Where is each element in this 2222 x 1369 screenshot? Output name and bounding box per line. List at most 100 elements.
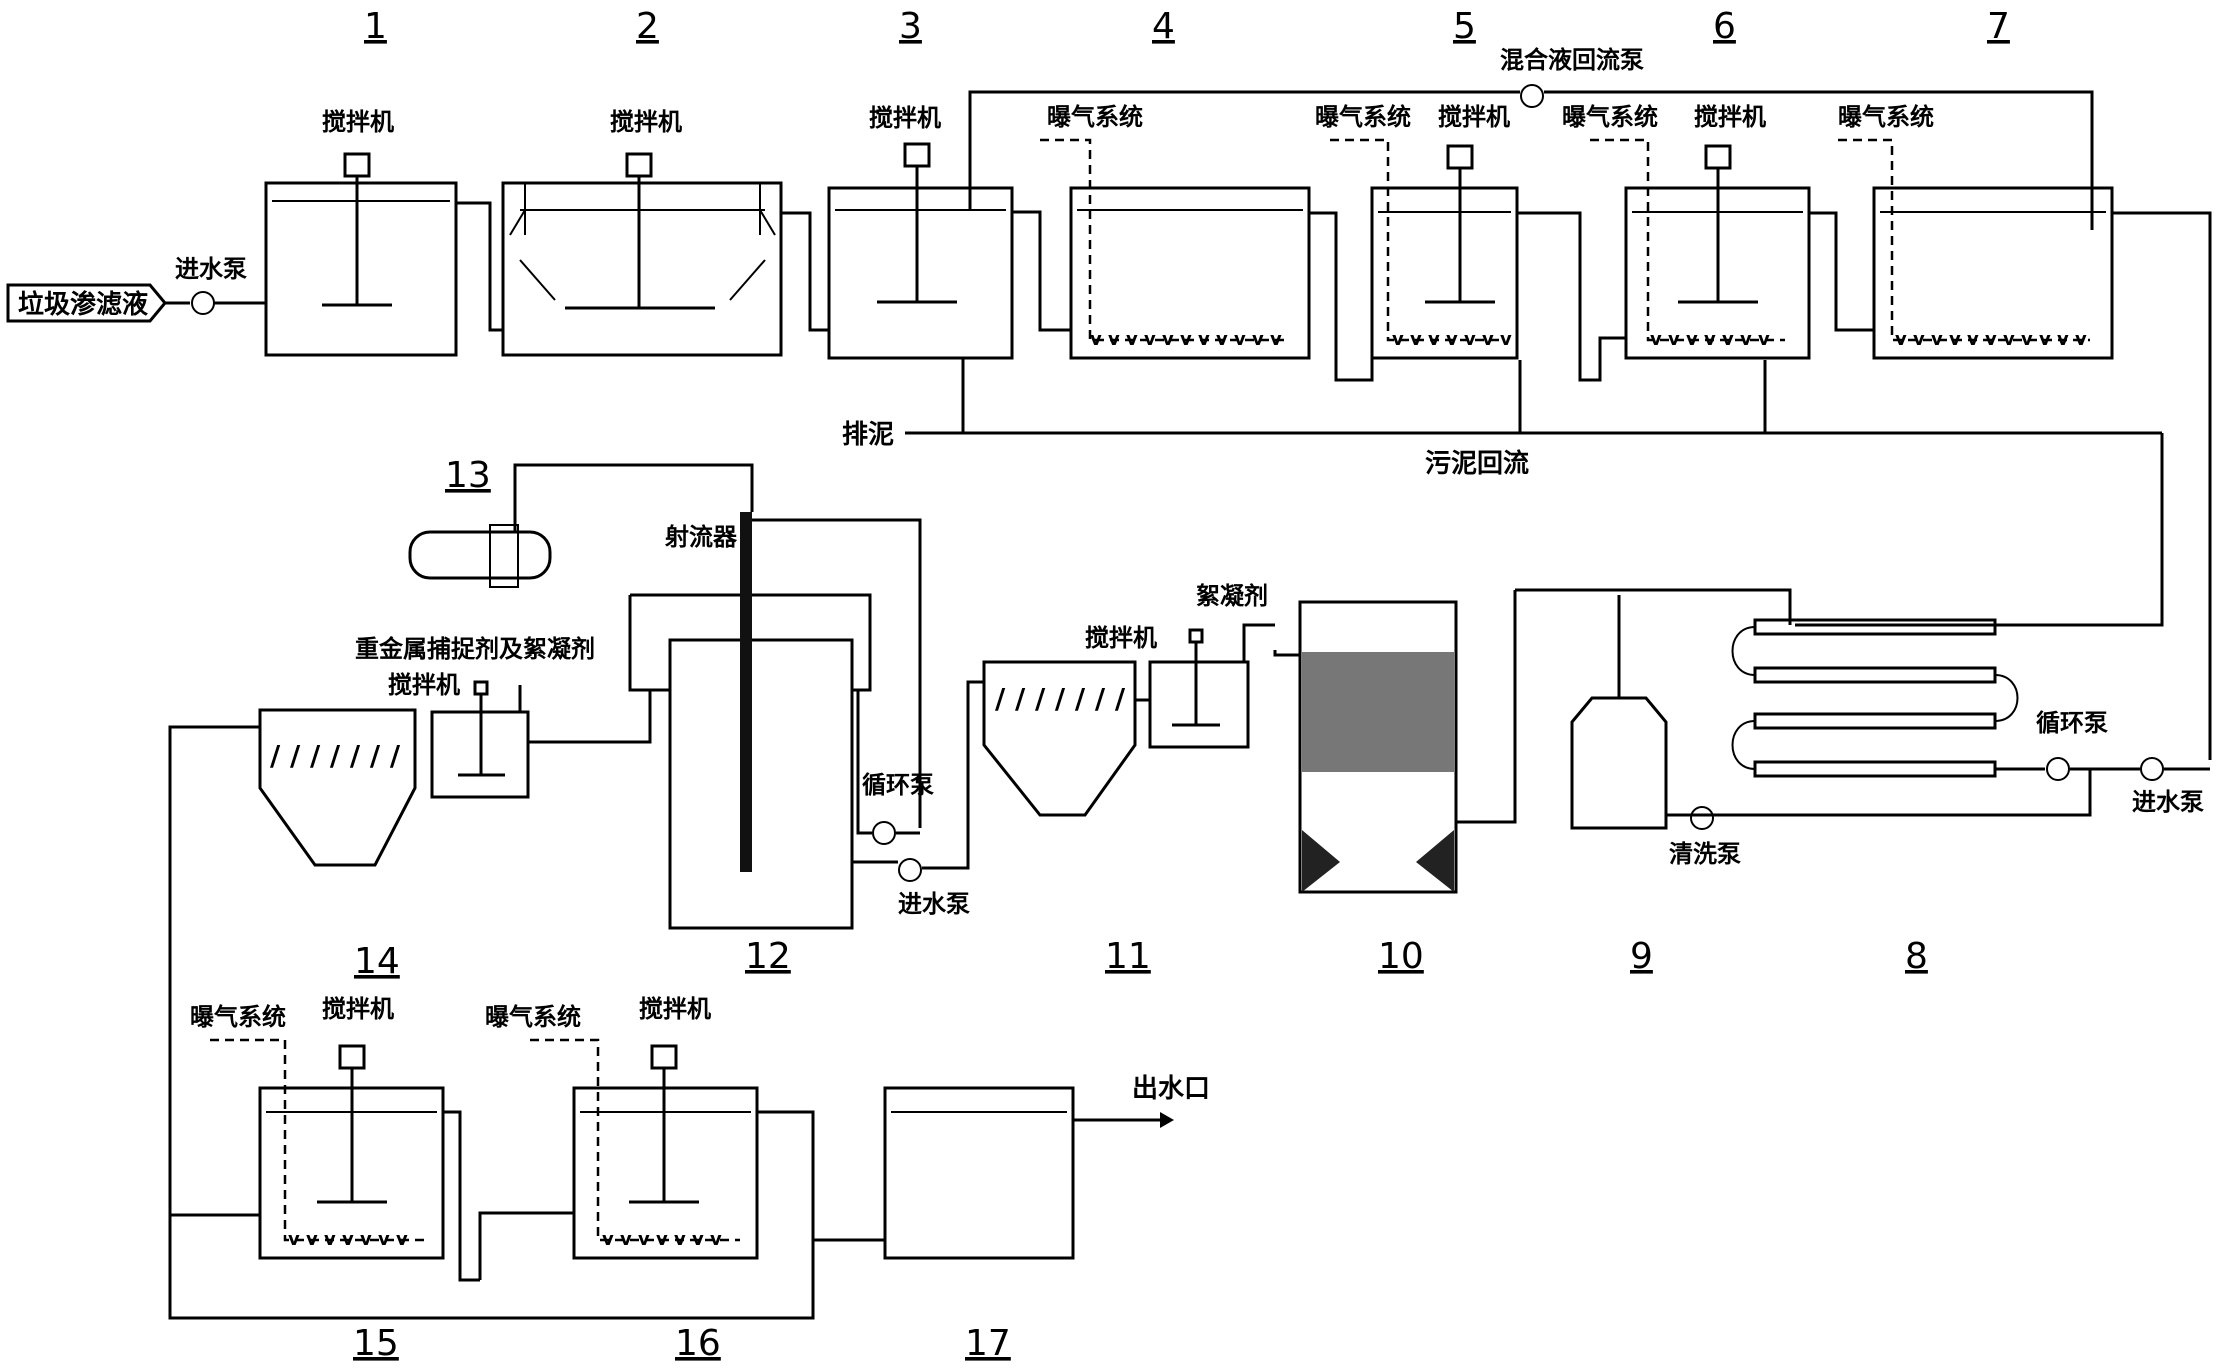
filter-media <box>1302 652 1454 772</box>
unit-number-10: 10 <box>1378 936 1424 977</box>
flocculant-label: 絮凝剂 <box>1196 582 1268 610</box>
tank-16-aeration-label: 曝气系统 <box>485 1003 581 1031</box>
pipe-3-to-4 <box>1012 210 1071 332</box>
unit-number-12: 12 <box>745 936 791 977</box>
unit-number-7: 7 <box>1987 6 2010 47</box>
mixing-11-motor-icon <box>1188 628 1204 644</box>
circulation-pump-12-icon <box>872 821 896 845</box>
pipe-12-to-11 <box>922 680 984 870</box>
inlet-pump-8-icon <box>2140 757 2164 781</box>
membrane-tube-3 <box>1753 712 1997 730</box>
tank-16-aeration-line <box>530 1038 740 1242</box>
unit-number-17: 17 <box>965 1323 1011 1364</box>
tank-16: 曝气系统 搅拌机 v v v v v v v <box>478 995 885 1320</box>
tank-5: 曝气系统 搅拌机 v v v v v v v <box>1315 103 1626 382</box>
filter-to-membrane-pipe <box>1456 590 1517 824</box>
unit-number-9: 9 <box>1630 936 1653 977</box>
generator-13-panel <box>489 524 519 588</box>
tank-1-mixer-label: 搅拌机 <box>322 108 394 136</box>
tank-17: 出水口 <box>883 1074 1210 1260</box>
tank-16-mixer-label: 搅拌机 <box>639 995 711 1023</box>
tank-3-mixer-motor-icon <box>903 142 931 168</box>
leachate-source-tag <box>6 283 167 323</box>
inlet-pump-8-label: 进水泵 <box>2132 788 2204 816</box>
heavy-metal-agent-label: 重金属捕捉剂及絮凝剂 <box>355 635 595 663</box>
tank-15-aeration-label: 曝气系统 <box>190 1003 286 1031</box>
tank-5-diffusers: v v v v v v v <box>1392 329 1512 350</box>
tank-7: 曝气系统 v v v v v v v v v v v <box>1838 103 2212 760</box>
tank-1-mixer-motor-icon <box>343 152 371 178</box>
unit-number-16: 16 <box>675 1323 721 1364</box>
mixing-14-motor-icon <box>473 680 489 696</box>
unit-number-13: 13 <box>445 455 491 496</box>
pipe-15-to-16 <box>478 1211 574 1280</box>
tank-15: 曝气系统 搅拌机 v v v v v v v <box>170 995 480 1282</box>
unit-number-2: 2 <box>636 6 659 47</box>
tank-4-aeration-line <box>1040 138 1290 342</box>
tank-5-mixer-motor-icon <box>1446 144 1474 170</box>
settler-11-plates: / / / / / / / <box>995 682 1126 715</box>
ejector-label: 射流器 <box>664 523 738 551</box>
return-pipe-left <box>968 90 1520 210</box>
inlet-pump-icon <box>191 291 215 315</box>
tank-2-mixer-motor-icon <box>625 152 653 178</box>
tank-2-baffle-left <box>519 259 556 301</box>
unit-12-reactor: 循环泵 射流器 进水泵 <box>628 512 984 930</box>
sludge-lines: 排泥 污泥回流 <box>842 358 2164 627</box>
tank-2: 搅拌机 <box>501 108 829 357</box>
pipe-14-to-15 <box>168 725 480 1320</box>
pipe-1-to-2 <box>456 201 503 332</box>
tank-3: 搅拌机 <box>827 104 1071 360</box>
unit-number-11: 11 <box>1105 936 1151 977</box>
tank-4-diffusers: v v v v v v v v v v v <box>1090 329 1282 350</box>
pipe-15-out <box>443 1110 480 1282</box>
tank-1: 搅拌机 <box>264 108 503 357</box>
leachate-inlet: 垃圾渗滤液 进水泵 <box>6 255 266 323</box>
membrane-tube-4 <box>1753 760 1997 778</box>
tank-16-diffusers: v v v v v v v <box>602 1229 722 1250</box>
unit-13-generator <box>408 463 754 588</box>
tank-7-aeration-label: 曝气系统 <box>1838 103 1934 131</box>
sludge-return-from-8 <box>1795 433 2164 627</box>
tank-17-body <box>883 1086 1075 1260</box>
tank-15-mixer-motor-icon <box>338 1044 366 1070</box>
settler-11-body <box>982 660 1137 817</box>
tank-4: 曝气系统 v v v v v v v v v v v <box>1040 103 1374 382</box>
tank-3-body <box>827 186 1014 360</box>
unit-10-filter <box>1273 590 1517 894</box>
tank-6-mixer-motor-icon <box>1704 144 1732 170</box>
circulation-pump-12-label: 循环泵 <box>862 771 934 799</box>
mixing-11-label: 搅拌机 <box>1085 624 1157 652</box>
inlet-pump-12-icon <box>898 858 922 882</box>
inlet-pump-12-label: 进水泵 <box>898 890 970 918</box>
mixed-liquor-return-pump-label: 混合液回流泵 <box>1500 46 1644 74</box>
tank-2-baffle-right <box>729 259 766 301</box>
filter-bottom-cones <box>1302 830 1454 892</box>
tank-5-mixer-label: 搅拌机 <box>1438 103 1510 131</box>
tank-4-body <box>1069 186 1311 360</box>
permeate-line <box>1515 588 1792 625</box>
mixing-tank-11 <box>1148 660 1250 749</box>
pipe-6-to-7 <box>1809 211 1874 332</box>
tank-5-body <box>1370 186 1519 360</box>
pipe-4-to-5 <box>1309 211 1374 382</box>
tank-2-body <box>501 181 783 357</box>
return-pipe-16 <box>480 1240 815 1320</box>
tank-6-diffusers: v v v v v v v <box>1650 329 1770 350</box>
unit-number-6: 6 <box>1713 6 1736 47</box>
unit-number-5: 5 <box>1453 6 1476 47</box>
unit-number-4: 4 <box>1152 6 1175 47</box>
tank-15-mixer-label: 搅拌机 <box>322 995 394 1023</box>
tank-4-aeration-label: 曝气系统 <box>1047 103 1143 131</box>
unit-numbers: 1 2 3 4 5 6 7 8 9 10 11 12 13 14 15 16 1… <box>353 6 2010 1364</box>
tank-15-diffusers: v v v v v v v <box>288 1229 408 1250</box>
unit-8-membrane: 循环泵 进水泵 <box>1665 618 2210 817</box>
tank-7-diffusers: v v v v v v v v v v v <box>1895 329 2087 350</box>
tank-6: 曝气系统 搅拌机 v v v v v v v <box>1562 103 1874 360</box>
mixing-14-label: 搅拌机 <box>388 671 460 699</box>
filter-inlet-pipe <box>1273 650 1300 657</box>
leachate-label: 垃圾渗滤液 <box>18 289 148 320</box>
mixed-liquor-return-pump-icon <box>1520 84 1544 108</box>
ejector-tube <box>740 512 752 872</box>
unit-number-3: 3 <box>899 6 922 47</box>
